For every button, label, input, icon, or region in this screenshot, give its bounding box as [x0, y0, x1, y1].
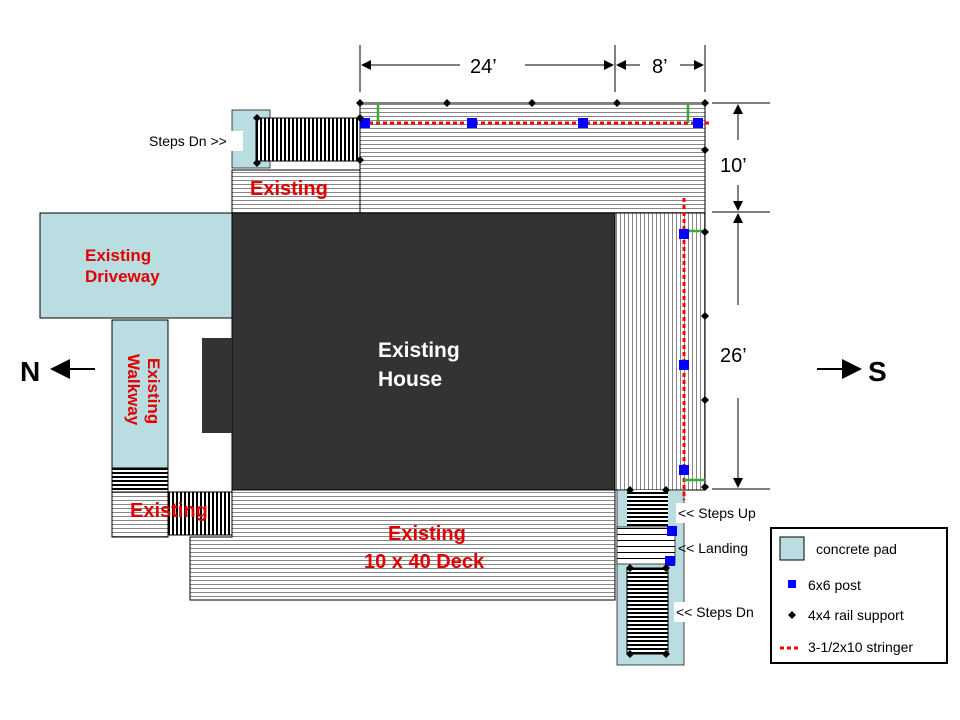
legend-stringer: 3-1/2x10 stringer	[808, 639, 913, 655]
north-label: N	[20, 356, 40, 387]
existing-walkway	[111, 319, 169, 469]
steps-up-label: << Steps Up	[678, 505, 756, 521]
rail-support-4x4	[356, 114, 364, 122]
chimney	[202, 338, 232, 433]
steps-up	[627, 490, 668, 526]
rail-support-4x4	[626, 650, 634, 658]
post-6x6	[667, 526, 677, 536]
deck-label-1: Existing	[388, 523, 466, 545]
legend-rail: 4x4 rail support	[808, 607, 904, 623]
rail-support-4x4	[701, 146, 709, 154]
house-label-2: House	[378, 368, 442, 391]
rail-support-4x4	[662, 564, 670, 572]
steps-dn-label: << Steps Dn	[676, 604, 754, 620]
posts-6x6	[360, 118, 703, 566]
rail-support-4x4	[626, 564, 634, 572]
post-6x6	[665, 556, 675, 566]
post-6x6	[679, 360, 689, 370]
steps-dn	[626, 567, 669, 655]
house-label-1: Existing	[378, 339, 460, 362]
rail-support-4x4	[356, 99, 364, 107]
steps-top	[255, 117, 361, 162]
existing-upper-label: Existing	[250, 178, 328, 200]
dim-8: 8’	[652, 56, 668, 78]
south-label: S	[868, 356, 887, 387]
rail-support-4x4	[662, 650, 670, 658]
south-indicator: S	[817, 356, 887, 387]
rail-support-4x4	[701, 312, 709, 320]
rail-supports-4x4	[253, 99, 709, 658]
rail-support-4x4	[613, 99, 621, 107]
post-6x6	[693, 118, 703, 128]
rail-support-4x4	[662, 486, 670, 494]
existing-lower-left-a	[111, 491, 169, 538]
rail-diamond-icon	[788, 611, 796, 619]
post-6x6	[679, 465, 689, 475]
rail-support-4x4	[356, 156, 364, 164]
rail-support-4x4	[626, 486, 634, 494]
post-square-icon	[788, 580, 796, 588]
rail-support-4x4	[701, 228, 709, 236]
existing-lower-left-label: Existing	[130, 500, 208, 522]
dim-10: 10’	[720, 155, 747, 177]
rail-support-4x4	[253, 114, 261, 122]
driveway-label-1: Existing	[85, 246, 151, 265]
driveway-label-2: Driveway	[85, 267, 160, 286]
rail-support-4x4	[701, 483, 709, 491]
rail-support-4x4	[701, 99, 709, 107]
walkway-label-2: Walkway	[124, 354, 143, 426]
existing-10x40-deck	[189, 489, 616, 601]
post-6x6	[578, 118, 588, 128]
deck-label-2: 10 x 40 Deck	[364, 551, 485, 573]
existing-driveway	[39, 212, 233, 319]
top-dimension: 24’ 8’	[359, 45, 706, 92]
north-indicator: N	[20, 356, 95, 387]
post-6x6	[360, 118, 370, 128]
legend: concrete pad 6x6 post 4x4 rail support 3…	[770, 527, 948, 664]
new-side-deck	[614, 212, 706, 491]
landing-label: << Landing	[678, 540, 748, 556]
new-upper-deck	[359, 102, 706, 214]
rail-support-4x4	[528, 99, 536, 107]
steps-dn-top-label: Steps Dn >>	[149, 133, 227, 149]
dim-24: 24’	[470, 56, 497, 78]
post-6x6	[467, 118, 477, 128]
concrete-pad-swatch	[779, 536, 805, 561]
walkway-steps	[111, 467, 169, 493]
existing-house	[231, 212, 616, 491]
dim-26: 26’	[720, 345, 747, 367]
legend-concrete: concrete pad	[816, 541, 897, 557]
rail-support-4x4	[701, 396, 709, 404]
legend-post: 6x6 post	[808, 577, 861, 593]
rail-support-4x4	[253, 159, 261, 167]
walkway-label-1: Existing	[144, 358, 163, 424]
rail-support-4x4	[443, 99, 451, 107]
post-6x6	[679, 229, 689, 239]
existing-lower-left-steps	[167, 491, 233, 536]
right-dimension: 10’ 26’	[712, 102, 770, 490]
